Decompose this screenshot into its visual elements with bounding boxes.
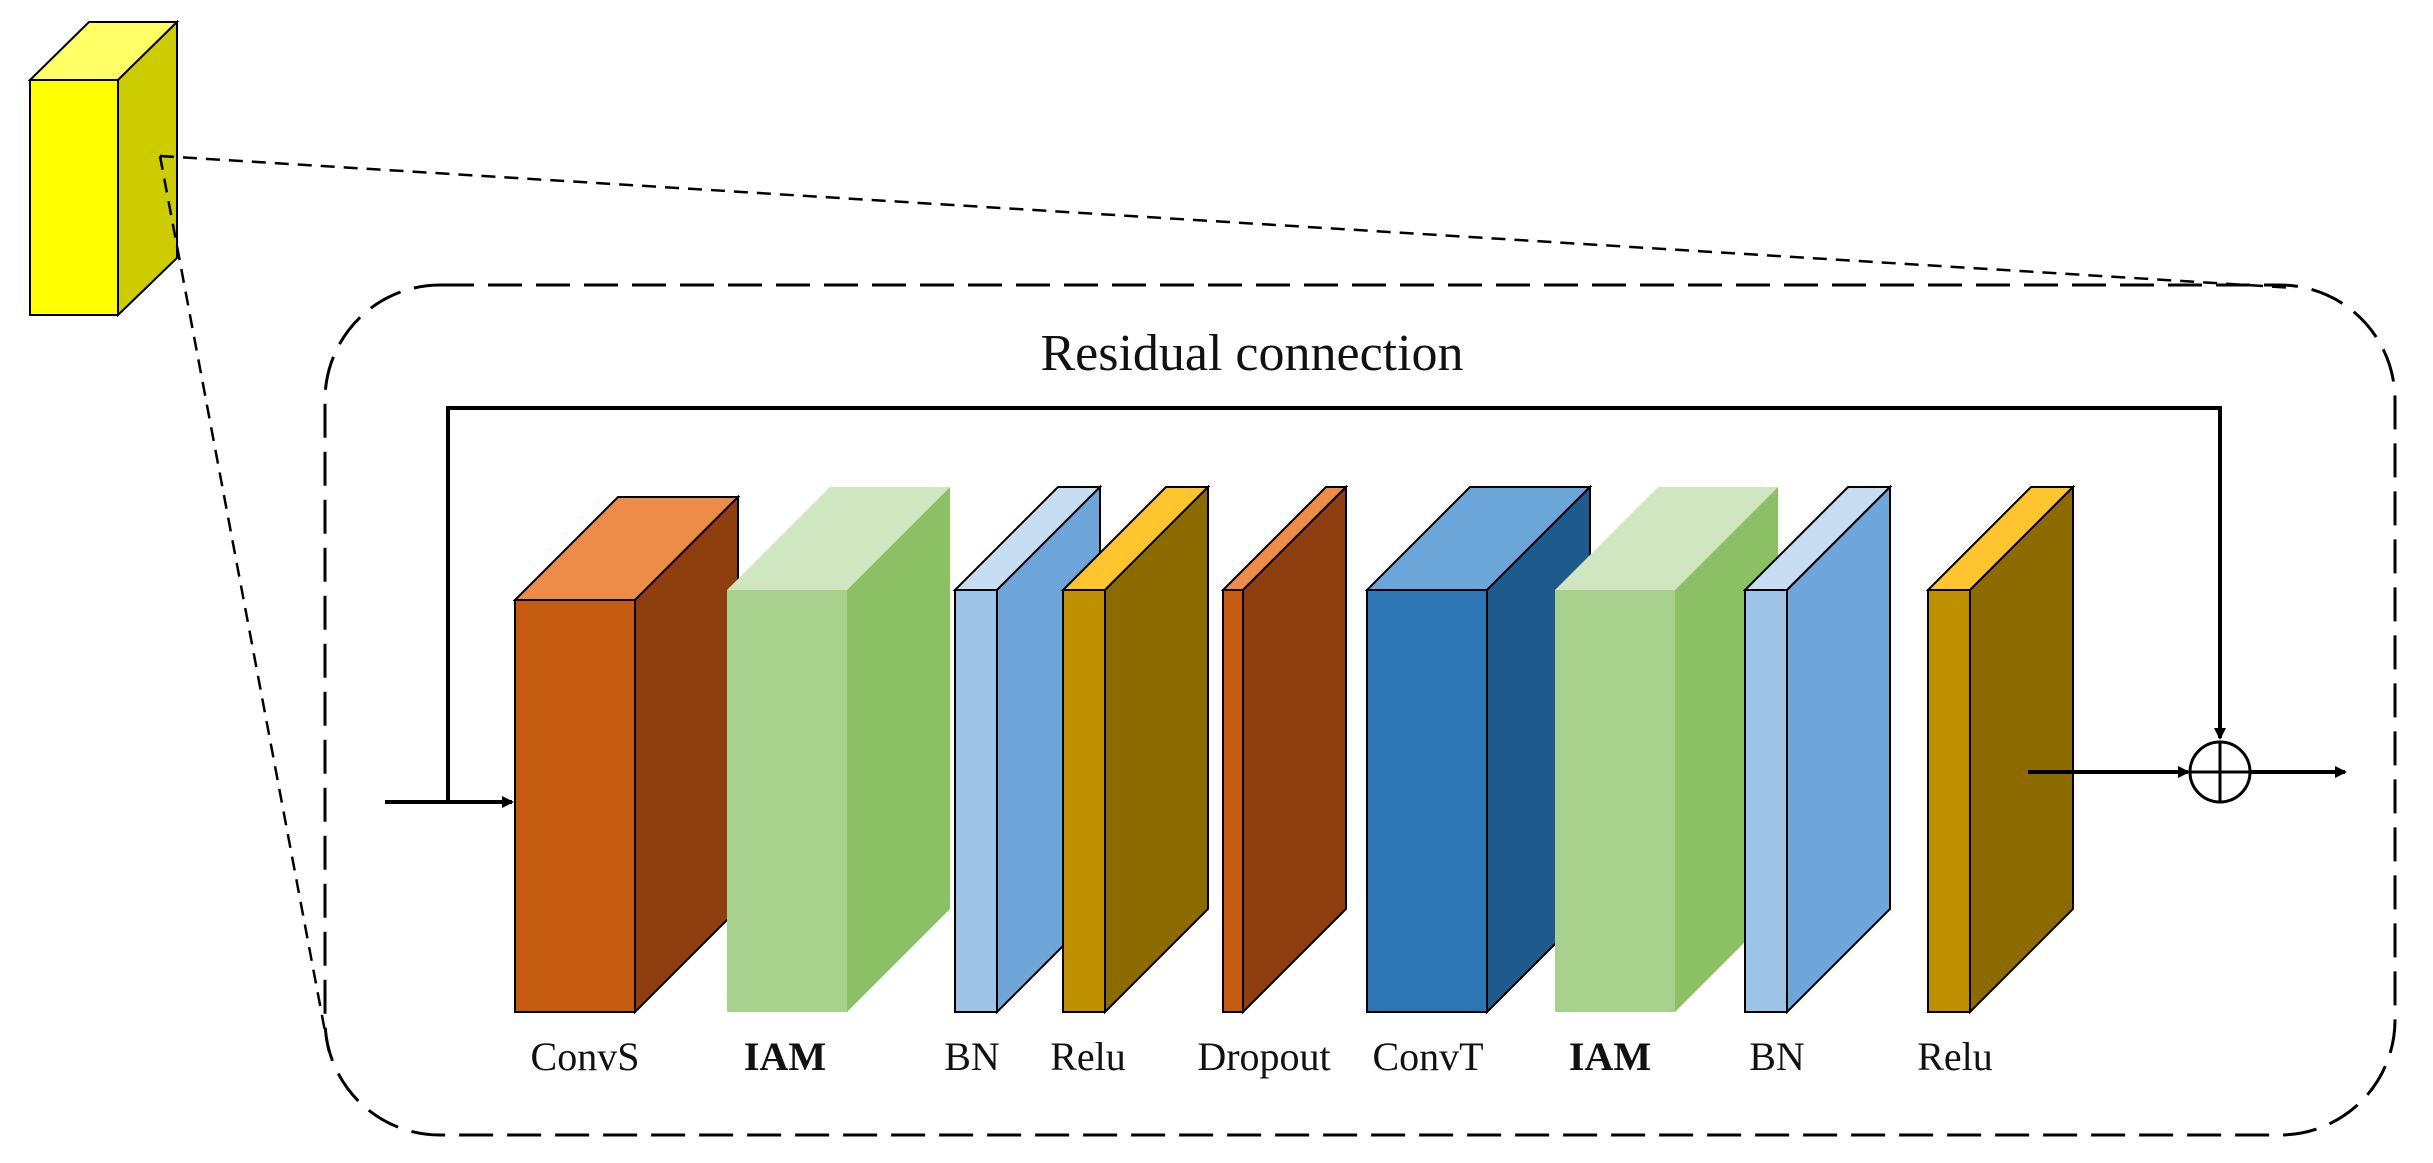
iam-block-7-top	[1555, 487, 1778, 590]
convs-block-1-label: ConvS	[531, 1034, 640, 1079]
relu-block-9	[1925, 484, 2076, 1015]
layer-blocks	[512, 484, 2076, 1015]
convs-block-1	[512, 494, 741, 1015]
dropout-block-5-side	[1242, 484, 1347, 1015]
iam-block-2-front	[727, 590, 847, 1012]
dropout-block-5-front	[1222, 589, 1244, 1013]
bn-block-3-label: BN	[944, 1034, 1000, 1079]
iam-block-2-label: IAM	[744, 1034, 826, 1079]
relu-block-9-front	[1927, 589, 1971, 1013]
diagram-title: Residual connection	[1040, 325, 1463, 382]
bn-block-3-front	[954, 589, 998, 1013]
bn-block-8-side	[1786, 484, 1891, 1015]
iam-block-2	[727, 487, 950, 1012]
iam-block-7-front	[1555, 590, 1675, 1012]
relu-block-4	[1060, 484, 1211, 1015]
addition-node	[2188, 740, 2252, 804]
layer-labels: ConvS IAM BN Relu Dropout ConvT IAM BN Relu	[531, 1034, 1993, 1079]
convt-block-6-front	[1366, 589, 1488, 1013]
iam-block-7-label: IAM	[1569, 1034, 1651, 1079]
dropout-block-5	[1220, 484, 1349, 1015]
bn-block-8	[1742, 484, 1893, 1015]
relu-block-4-front	[1062, 589, 1106, 1013]
relu-block-9-side	[1969, 484, 2074, 1015]
zoom-line-top	[159, 154, 2296, 290]
relu-block-9-label: Relu	[1917, 1034, 1993, 1079]
bn-block-8-label: BN	[1749, 1034, 1805, 1079]
feature-cube-front	[29, 79, 119, 316]
relu-block-4-label: Relu	[1050, 1034, 1126, 1079]
dropout-block-5-label: Dropout	[1197, 1034, 1330, 1079]
convt-block-6-label: ConvT	[1372, 1034, 1483, 1079]
iam-block-2-top	[727, 487, 950, 590]
bn-block-8-front	[1744, 589, 1788, 1013]
iam-block-2-side	[847, 487, 950, 1012]
relu-block-4-side	[1104, 484, 1209, 1015]
zoom-guide-lines	[158, 154, 2296, 1059]
convs-block-1-front	[514, 599, 636, 1013]
zoom-line-bottom	[158, 155, 332, 1059]
residual-skip-line	[446, 406, 2226, 802]
block-container	[323, 283, 2397, 1137]
feature-cube-side	[117, 19, 178, 318]
feature-map-cube	[27, 19, 180, 318]
